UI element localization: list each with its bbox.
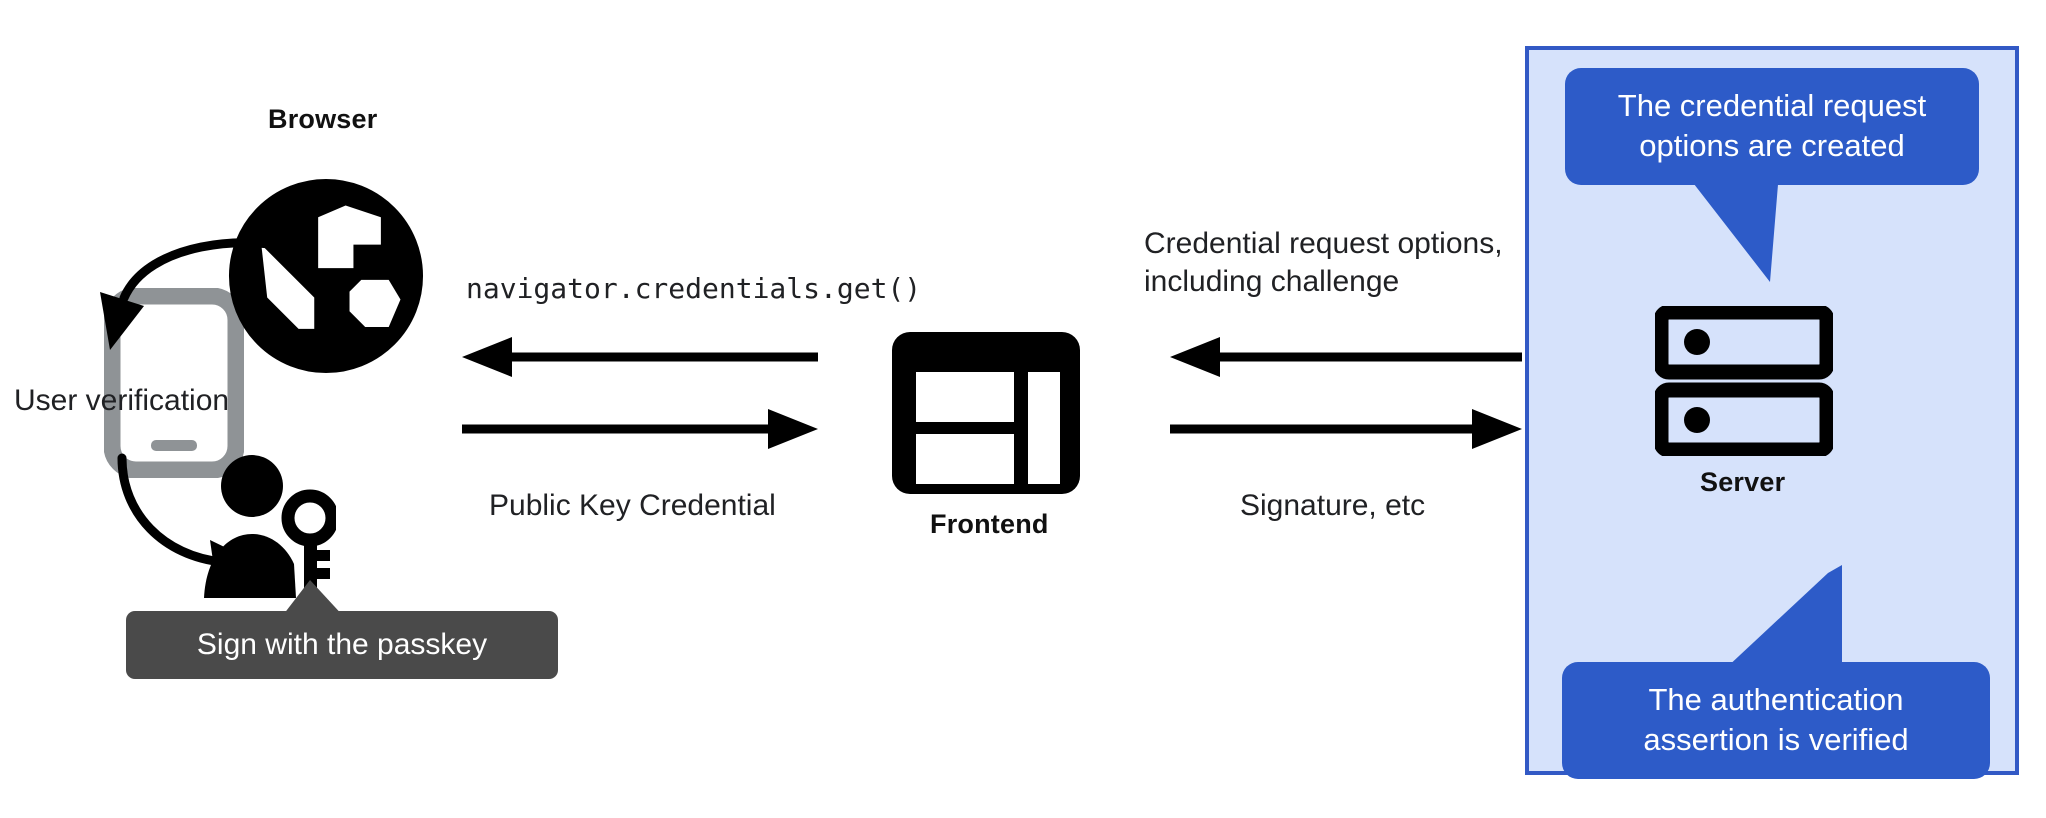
credential-request-options-label: Credential request options, including ch…: [1144, 225, 1544, 302]
sign-with-passkey-tooltip: Sign with the passkey: [126, 611, 558, 679]
public-key-credential-arrow: [462, 409, 818, 449]
authentication-assertion-verified-line2: assertion is verified: [1643, 722, 1909, 758]
public-key-credential-label: Public Key Credential: [489, 489, 776, 522]
user-verification-label: User verification: [14, 384, 230, 417]
authentication-assertion-verified-line1: The authentication: [1648, 682, 1904, 717]
mobile-phone-icon: [104, 288, 244, 478]
credential-request-options-created-callout: The credential request options are creat…: [1565, 68, 1979, 185]
navigator-get-arrow: [462, 337, 818, 377]
credential-request-options-created-line2: options are created: [1639, 128, 1905, 164]
server-rack-icon: [1655, 306, 1833, 456]
navigator-get-label: navigator.credentials.get(): [466, 272, 922, 305]
browser-to-phone-arrow: [100, 238, 303, 350]
browser-label: Browser: [268, 104, 378, 134]
signature-etc-arrow: [1170, 409, 1522, 449]
signature-etc-label: Signature, etc: [1240, 489, 1426, 522]
globe-icon: [228, 178, 424, 374]
sign-with-passkey-tooltip-label: Sign with the passkey: [196, 628, 488, 661]
bottom-callout-tail: [1710, 565, 1842, 683]
credential-request-options-arrow: [1170, 337, 1522, 377]
credential-request-options-created-line1: The credential request: [1617, 88, 1927, 123]
top-callout-tail: [1660, 160, 1780, 282]
web-layout-icon: [892, 332, 1080, 494]
person-with-key-icon: [204, 455, 336, 598]
server-label: Server: [1700, 467, 1786, 497]
authentication-assertion-verified-callout: The authentication assertion is verified: [1562, 662, 1990, 779]
frontend-label: Frontend: [930, 509, 1049, 539]
credential-request-options-line2: including challenge: [1144, 265, 1400, 299]
credential-request-options-line1: Credential request options,: [1144, 227, 1503, 260]
